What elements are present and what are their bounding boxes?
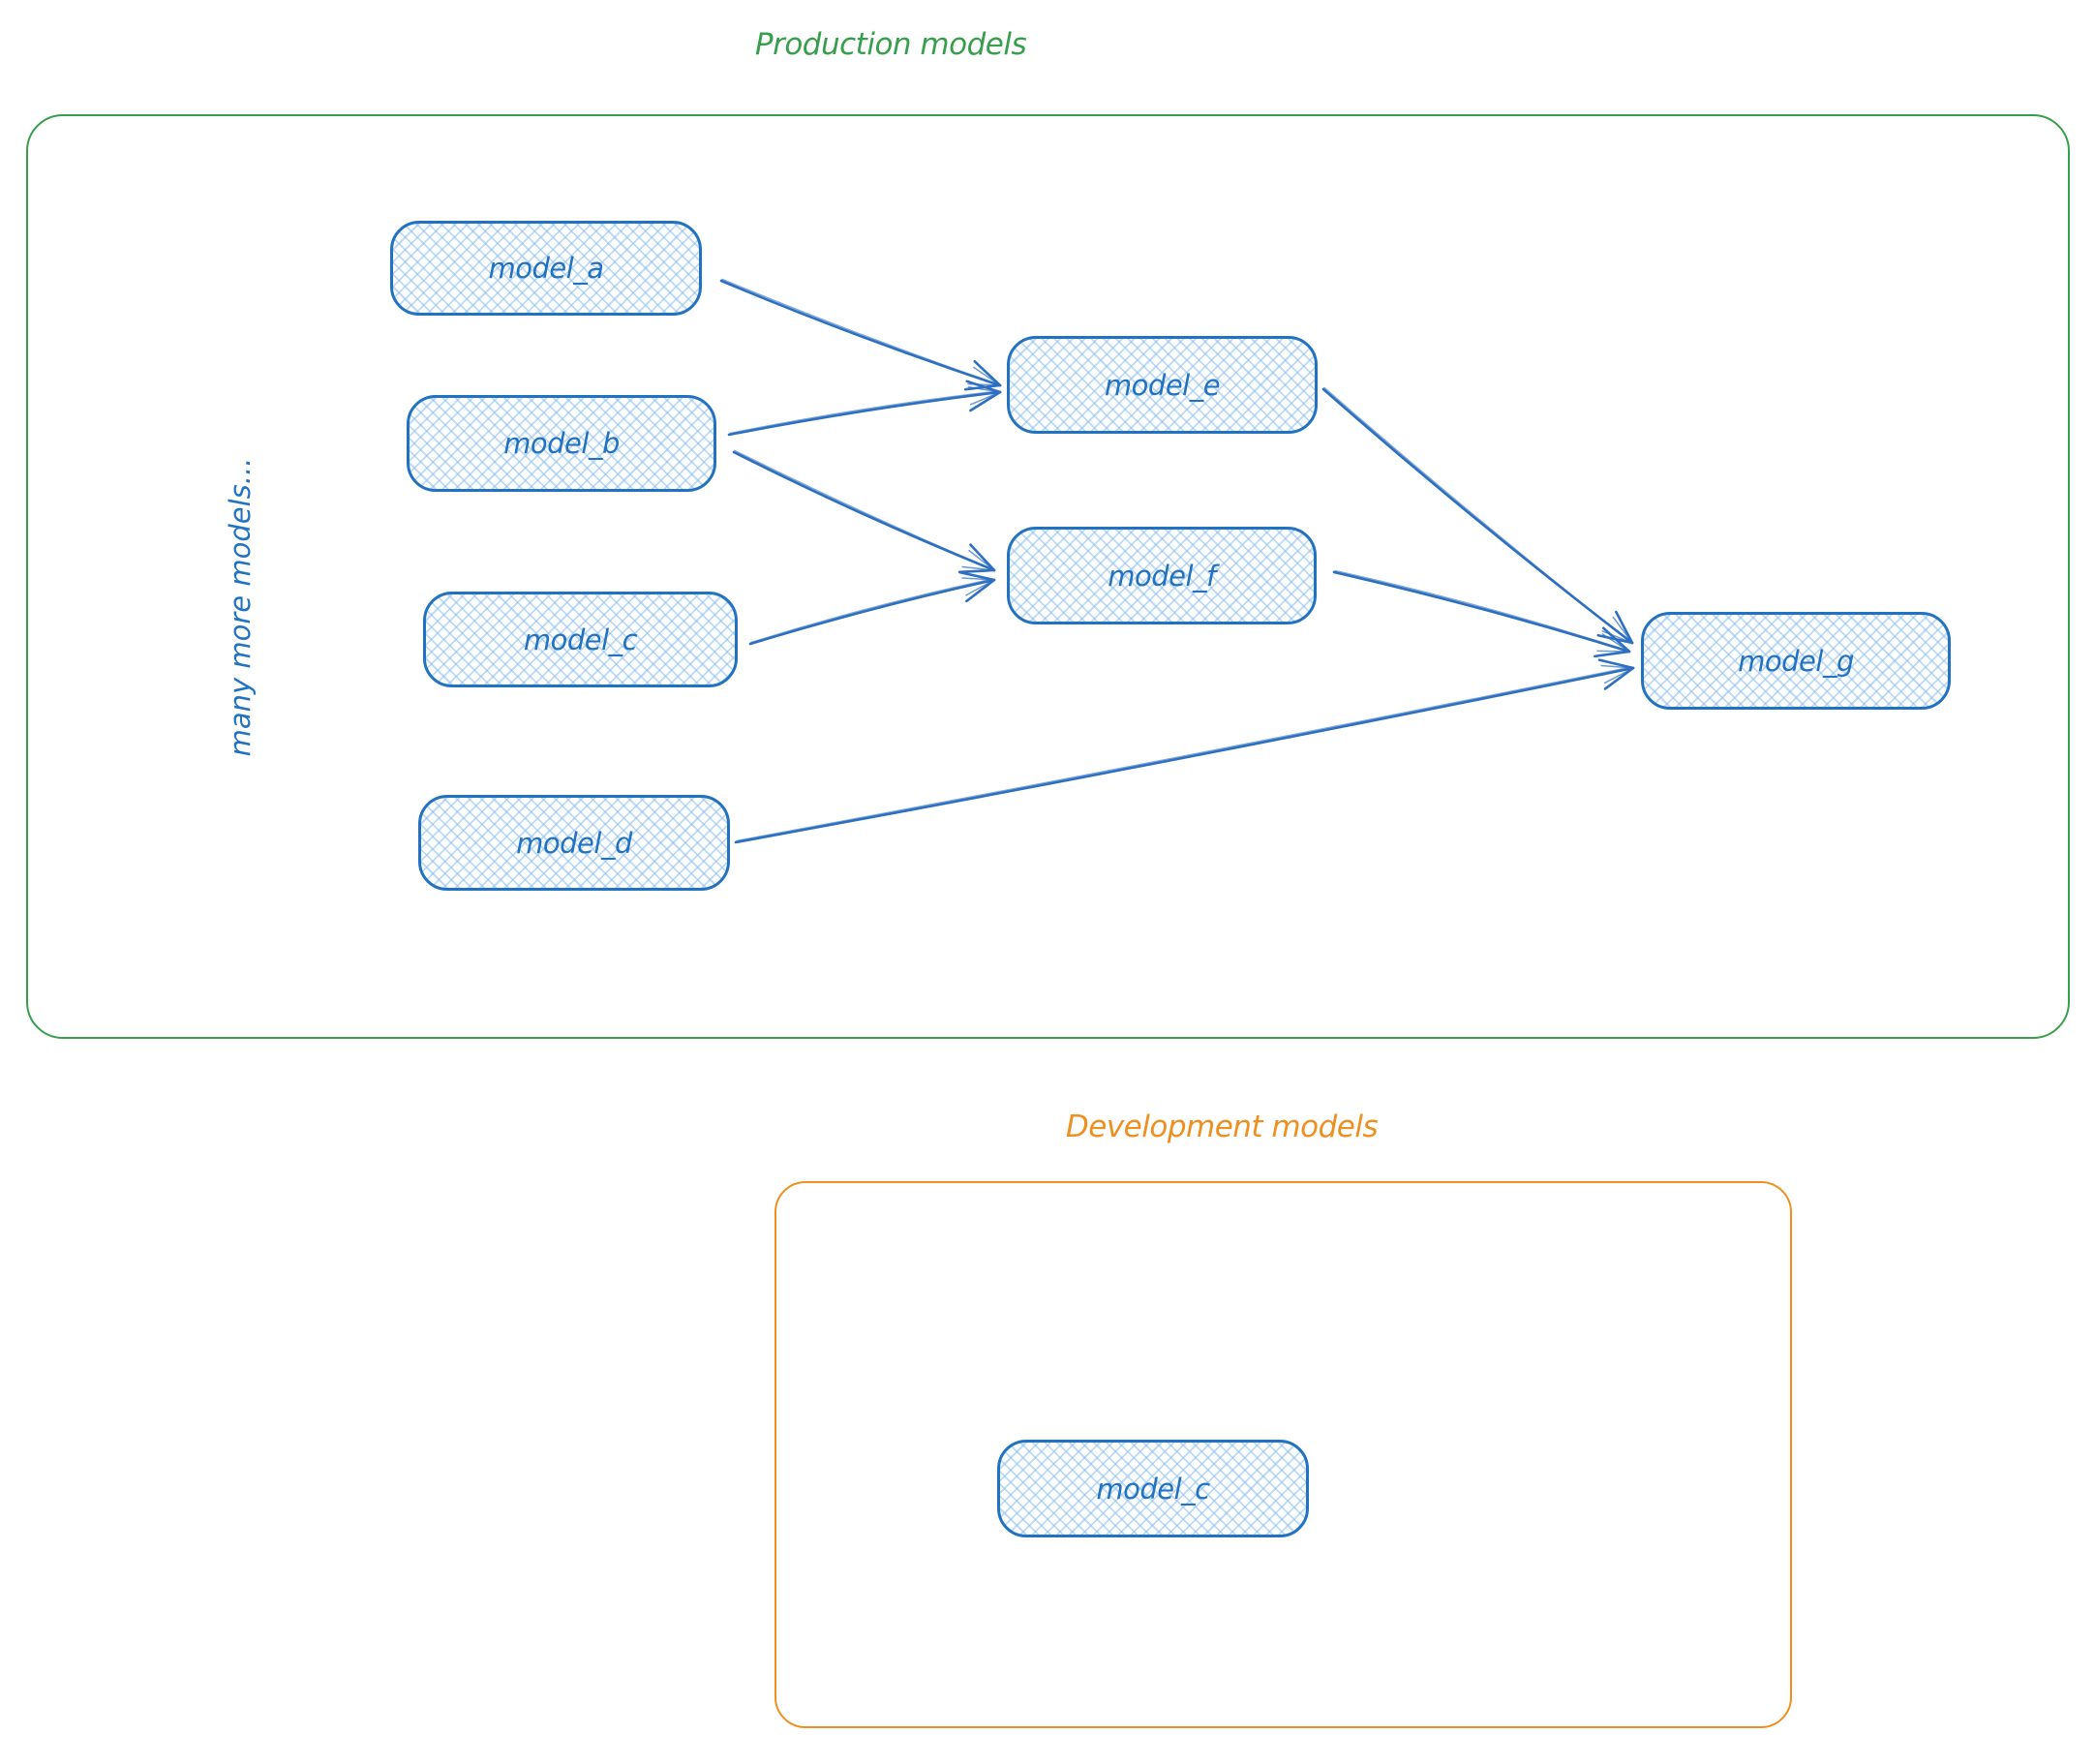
development-group-box — [774, 1181, 1792, 1728]
node-model_d: model_d — [418, 795, 730, 891]
node-model_c-development-label: model_c — [1096, 1472, 1210, 1505]
node-model_b-label: model_b — [503, 427, 620, 460]
node-model_e: model_e — [1007, 336, 1318, 434]
node-model_e-label: model_e — [1104, 368, 1221, 402]
node-model_c-label: model_c — [523, 623, 638, 656]
node-model_g-label: model_g — [1738, 644, 1854, 678]
node-model_a-label: model_a — [488, 252, 604, 285]
node-model_f: model_f — [1007, 527, 1317, 624]
many-more-models-note: many more models... — [224, 457, 257, 757]
node-model_c-development: model_c — [997, 1440, 1309, 1537]
node-model_g: model_g — [1641, 612, 1951, 710]
node-model_b: model_b — [407, 395, 716, 492]
node-model_d-label: model_d — [516, 826, 632, 860]
production-group-title: Production models — [754, 27, 1027, 62]
node-model_a: model_a — [390, 221, 702, 316]
production-group-box — [26, 114, 2070, 1039]
node-model_f-label: model_f — [1108, 559, 1216, 593]
node-model_c: model_c — [423, 592, 738, 687]
development-group-title: Development models — [1065, 1110, 1379, 1144]
